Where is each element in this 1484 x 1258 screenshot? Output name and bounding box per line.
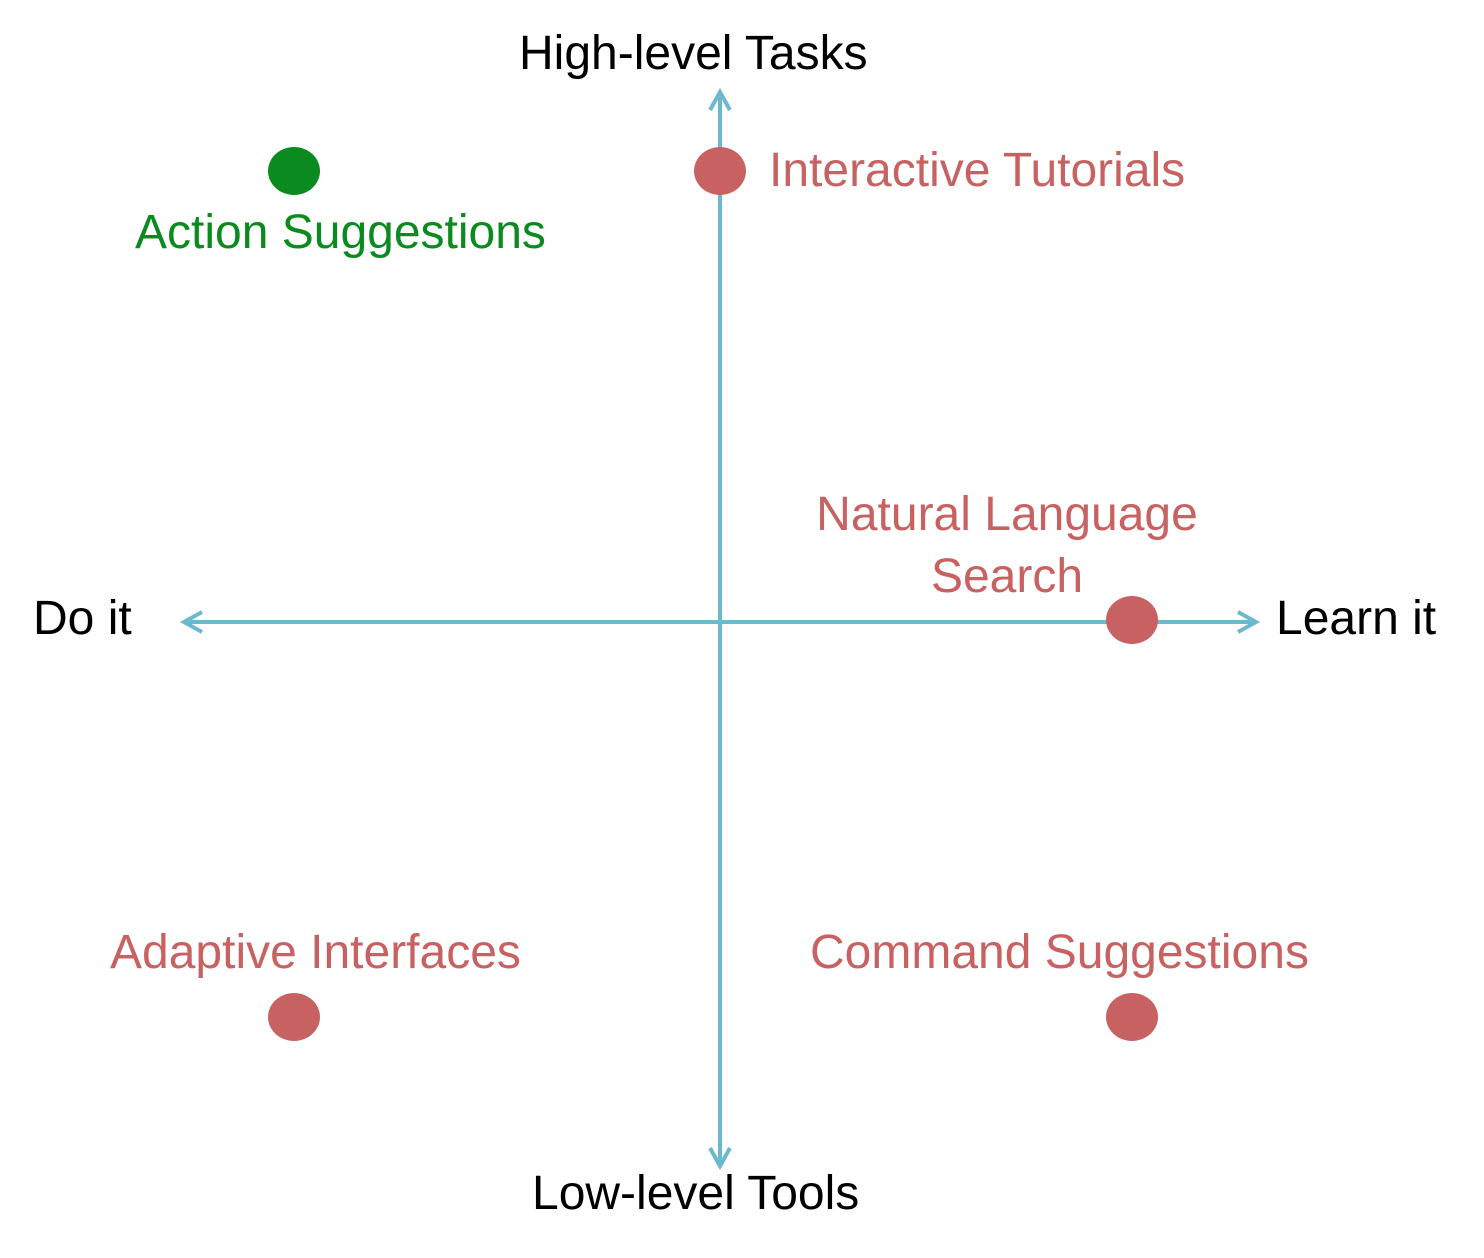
natural-language-search-label: Natural Language Search (797, 484, 1217, 609)
axis-label-bottom: Low-level Tools (532, 1167, 860, 1220)
action-suggestions-label: Action Suggestions (135, 202, 546, 264)
interactive-tutorials-dot (694, 147, 746, 195)
action-suggestions-label-line: Action Suggestions (135, 206, 546, 259)
natural-language-search-label-line-1: Natural Language (816, 488, 1198, 541)
axis-label-right: Learn it (1276, 592, 1437, 645)
axis-label-left: Do it (33, 592, 132, 645)
command-suggestions-dot (1106, 993, 1158, 1041)
action-suggestions-dot (268, 147, 320, 195)
interactive-tutorials-label-line: Interactive Tutorials (769, 144, 1186, 197)
command-suggestions-label: Command Suggestions (810, 922, 1309, 984)
adaptive-interfaces-dot (268, 993, 320, 1041)
axis-label-top: High-level Tasks (519, 27, 868, 80)
natural-language-search-label-line-2: Search (930, 550, 1084, 604)
left-arrowhead-icon (179, 610, 203, 634)
command-suggestions-label-line: Command Suggestions (810, 926, 1309, 979)
natural-language-search-dot (1106, 596, 1158, 644)
interactive-tutorials-label: Interactive Tutorials (769, 140, 1185, 202)
right-arrowhead-icon (1237, 610, 1261, 634)
down-arrowhead-icon (708, 1147, 732, 1171)
up-arrowhead-icon (708, 87, 732, 111)
adaptive-interfaces-label: Adaptive Interfaces (110, 922, 521, 984)
adaptive-interfaces-label-line: Adaptive Interfaces (110, 926, 521, 979)
